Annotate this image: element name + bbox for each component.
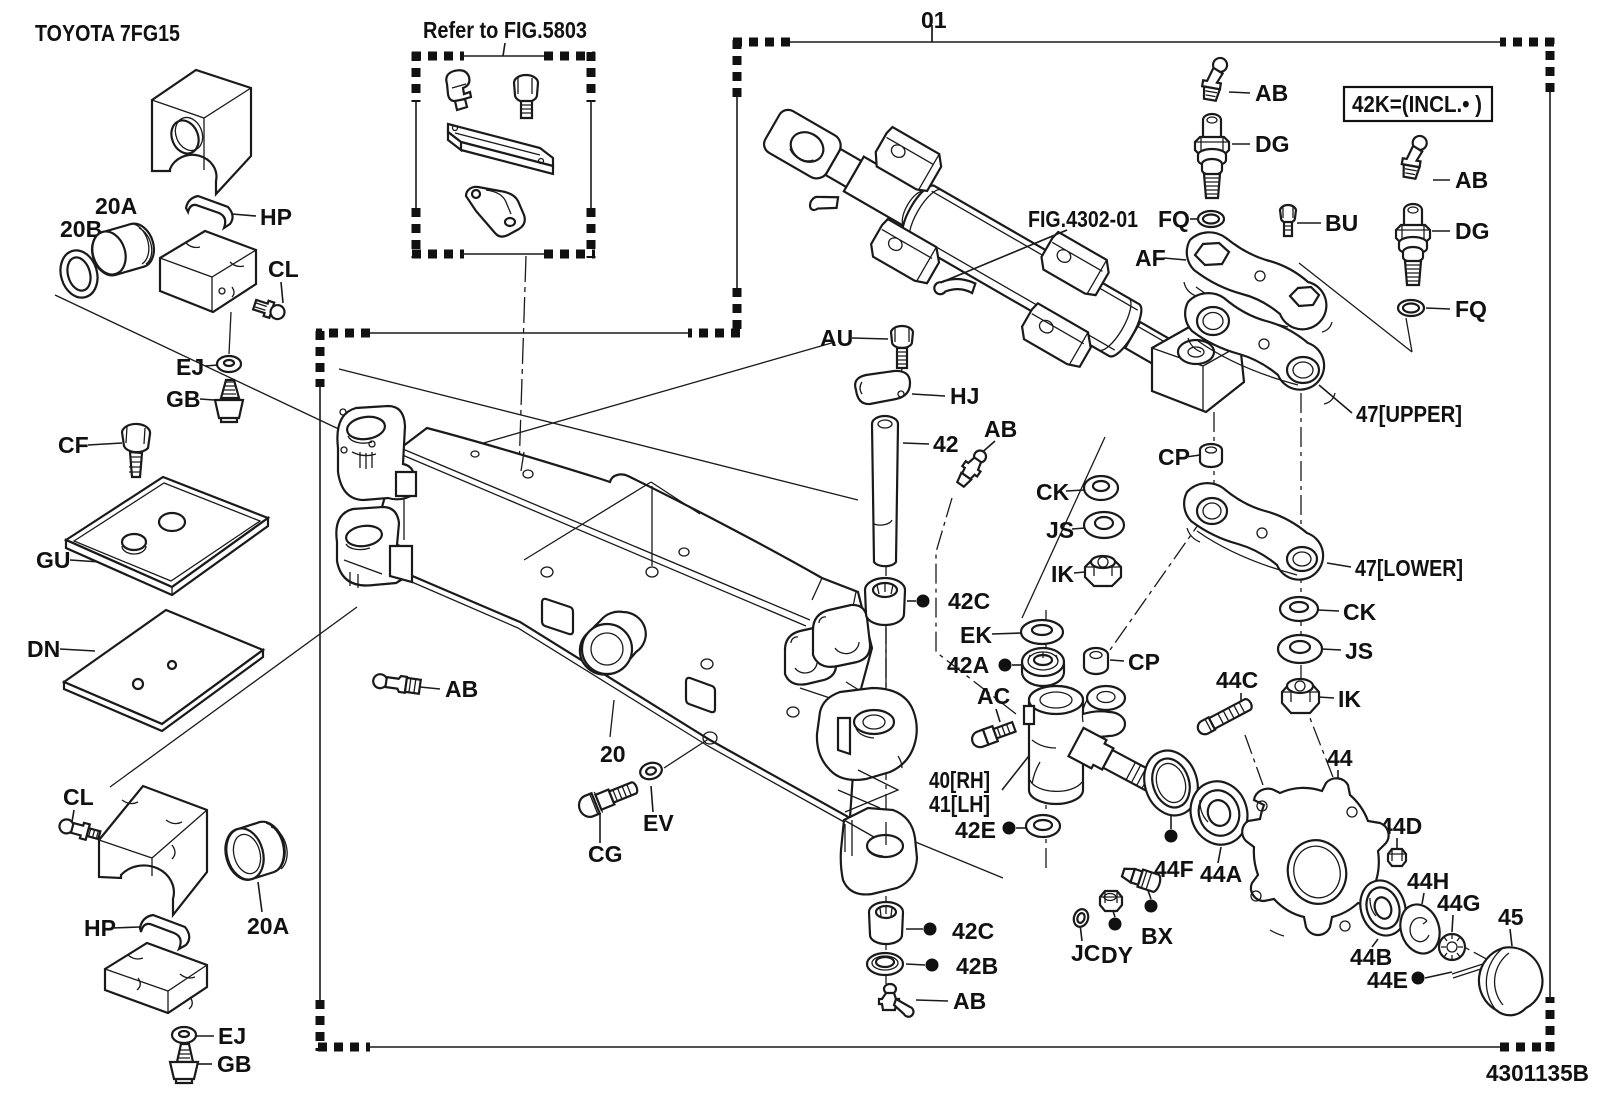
svg-text:HP: HP	[260, 204, 292, 230]
svg-text:JC: JC	[1071, 940, 1100, 966]
svg-text:42B: 42B	[956, 953, 998, 979]
svg-text:BX: BX	[1141, 923, 1174, 949]
svg-text:44B: 44B	[1350, 944, 1392, 970]
svg-text:20A: 20A	[247, 913, 289, 939]
svg-text:41[LH]: 41[LH]	[929, 791, 990, 817]
svg-text:CF: CF	[58, 432, 89, 458]
svg-text:HP: HP	[84, 915, 116, 941]
svg-text:DG: DG	[1255, 131, 1290, 157]
svg-text:42C: 42C	[952, 918, 994, 944]
svg-text:44E: 44E	[1367, 967, 1408, 993]
svg-text:AB: AB	[953, 988, 986, 1014]
svg-text:Refer to FIG.5803: Refer to FIG.5803	[423, 17, 587, 43]
svg-text:BU: BU	[1325, 210, 1358, 236]
svg-text:47[UPPER]: 47[UPPER]	[1356, 401, 1462, 427]
svg-text:42A: 42A	[947, 652, 989, 678]
svg-text:4301135B: 4301135B	[1486, 1060, 1589, 1086]
svg-text:47[LOWER]: 47[LOWER]	[1355, 555, 1463, 581]
svg-text:JS: JS	[1046, 517, 1074, 543]
svg-text:20: 20	[600, 741, 626, 767]
svg-text:TOYOTA 7FG15: TOYOTA 7FG15	[35, 20, 180, 46]
svg-text:AB: AB	[445, 676, 478, 702]
svg-text:GB: GB	[166, 386, 201, 412]
svg-text:CL: CL	[63, 784, 94, 810]
svg-text:44: 44	[1327, 745, 1353, 771]
svg-text:DY: DY	[1101, 942, 1133, 968]
svg-text:IK: IK	[1051, 561, 1074, 587]
svg-text:IK: IK	[1338, 686, 1361, 712]
svg-text:DG: DG	[1455, 218, 1490, 244]
svg-text:42E: 42E	[955, 817, 996, 843]
svg-text:AF: AF	[1135, 245, 1166, 271]
svg-text:EJ: EJ	[176, 354, 204, 380]
svg-text:AU: AU	[820, 325, 853, 351]
svg-text:01: 01	[921, 7, 947, 33]
svg-text:42: 42	[933, 431, 959, 457]
svg-text:20A: 20A	[95, 193, 137, 219]
svg-text:CP: CP	[1158, 444, 1190, 470]
svg-text:FQ: FQ	[1455, 296, 1487, 322]
svg-text:44C: 44C	[1216, 667, 1258, 693]
svg-text:40[RH]: 40[RH]	[929, 767, 990, 793]
svg-text:EV: EV	[643, 810, 674, 836]
svg-text:FQ: FQ	[1158, 206, 1190, 232]
svg-text:AC: AC	[977, 683, 1010, 709]
svg-text:HJ: HJ	[950, 383, 979, 409]
svg-text:42K=(INCL.• ): 42K=(INCL.• )	[1352, 91, 1482, 117]
svg-text:EJ: EJ	[218, 1023, 246, 1049]
svg-text:DN: DN	[27, 636, 60, 662]
svg-text:CG: CG	[588, 841, 623, 867]
svg-text:AB: AB	[984, 416, 1017, 442]
svg-text:CK: CK	[1036, 479, 1070, 505]
svg-text:44G: 44G	[1437, 890, 1480, 916]
svg-text:FIG.4302-01: FIG.4302-01	[1028, 206, 1138, 232]
svg-text:44A: 44A	[1200, 861, 1242, 887]
svg-text:GU: GU	[36, 547, 71, 573]
svg-text:GB: GB	[217, 1051, 252, 1077]
svg-text:AB: AB	[1255, 80, 1288, 106]
svg-text:45: 45	[1498, 904, 1524, 930]
svg-text:EK: EK	[960, 622, 992, 648]
svg-text:CP: CP	[1128, 649, 1160, 675]
svg-text:44H: 44H	[1407, 868, 1449, 894]
svg-text:CK: CK	[1343, 599, 1377, 625]
svg-text:AB: AB	[1455, 167, 1488, 193]
svg-text:CL: CL	[268, 256, 299, 282]
svg-text:JS: JS	[1345, 638, 1373, 664]
svg-text:42C: 42C	[948, 588, 990, 614]
